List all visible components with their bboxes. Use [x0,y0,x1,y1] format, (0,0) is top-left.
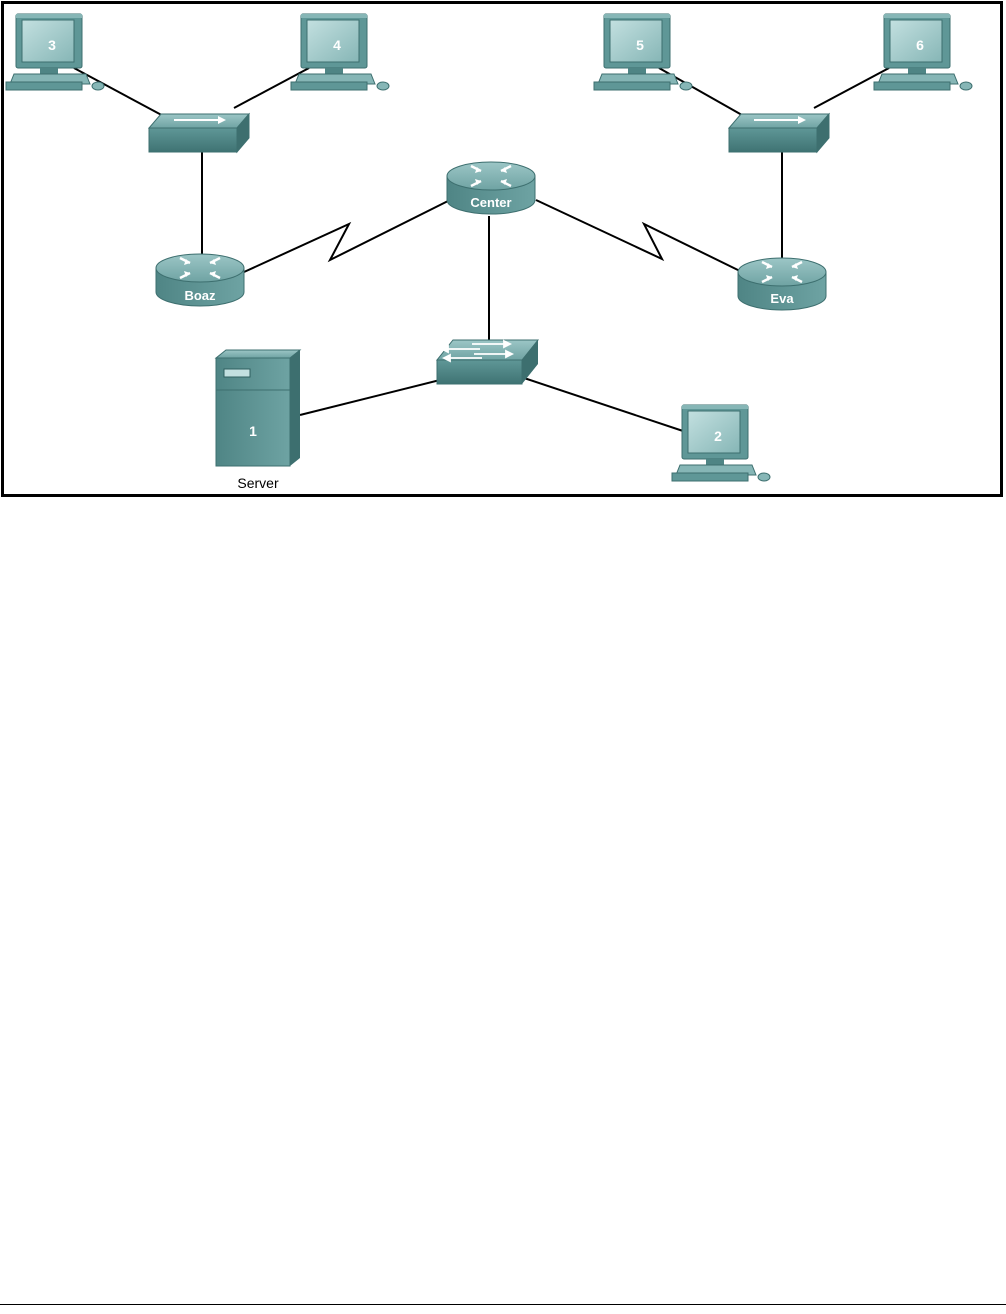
host-label: 6 [916,37,924,53]
router-eva: Eva [738,258,826,310]
serial-link-eva-center [536,200,742,272]
host-pc2: 2 [672,405,770,481]
host-label: 4 [333,37,341,53]
link-pc3-hub-left [74,68,169,119]
server-node: 1 Server [216,350,300,491]
router-label-boaz: Boaz [184,288,216,303]
host-pc4: 4 [291,14,389,90]
router-label-center: Center [470,195,511,210]
router-boaz: Boaz [156,254,244,306]
link-switch-pc2 [524,378,686,432]
server-icon [216,350,300,466]
server-caption: Server [237,475,279,491]
page-footer-rule [0,1304,1006,1305]
router-center: Center [447,162,535,214]
network-topology: Center Boaz Eva 3 4 5 6 2 [4,4,1000,494]
serial-link-boaz-center [244,200,450,272]
host-label: 3 [48,37,56,53]
router-label-eva: Eva [770,291,794,306]
network-diagram-frame: Center Boaz Eva 3 4 5 6 2 [1,1,1003,497]
host-pc3: 3 [6,14,104,90]
server-label: 1 [249,423,257,439]
host-label: 2 [714,428,722,444]
host-label: 5 [636,37,644,53]
host-pc6: 6 [874,14,972,90]
link-switch-server [300,379,444,415]
switch-center [437,340,538,384]
